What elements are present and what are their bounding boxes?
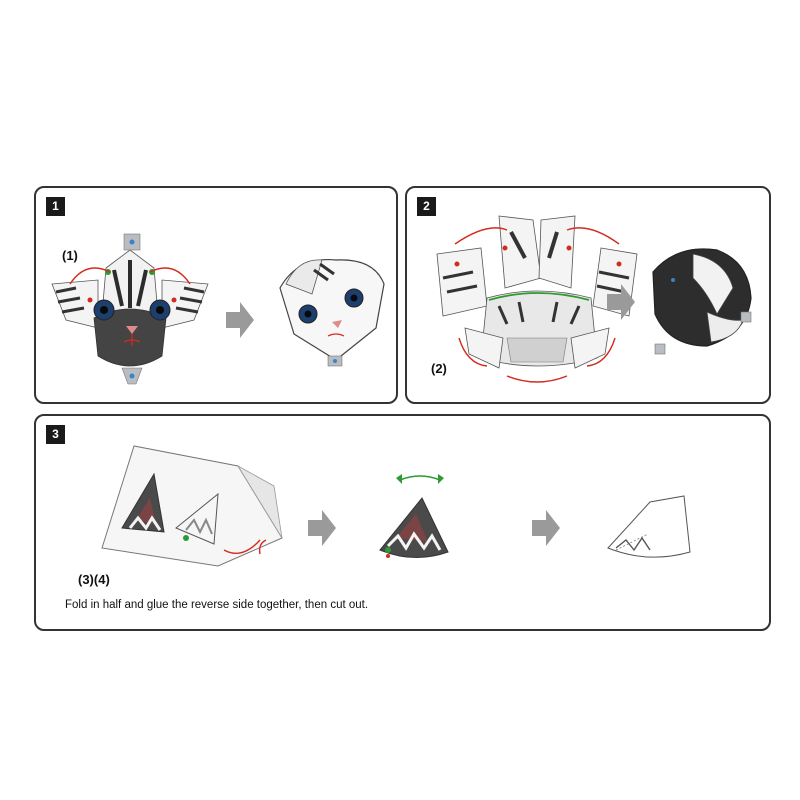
step-arrow-icon: [607, 284, 635, 320]
rotate-arrow-icon: [399, 475, 441, 481]
finished-ear: [607, 495, 691, 558]
assembled-ear: [379, 474, 449, 559]
step-arrow-icon: [532, 510, 560, 546]
step-3-sublabel: (3)(4): [78, 572, 110, 587]
folded-ear-sheet: [101, 445, 283, 567]
step-1-illustration: [51, 233, 385, 385]
step-arrow-icon: [226, 302, 254, 338]
step-2-illustration: [436, 215, 752, 383]
assembled-back-of-head: [652, 248, 752, 355]
flat-face-cutout: [51, 233, 209, 385]
step-1-sublabel: (1): [62, 248, 78, 263]
fold-arrow-icon: [258, 539, 267, 555]
step-3-panel: 3 (3)(4) Fold in half and glue the rever…: [34, 414, 771, 631]
step-3-illustration: [101, 445, 691, 567]
step-1-panel: 1 (1): [34, 186, 398, 404]
step-2-sublabel: (2): [431, 361, 447, 376]
step-number-badge: 2: [417, 197, 436, 216]
step-arrow-icon: [308, 510, 336, 546]
step-number-badge: 3: [46, 425, 65, 444]
step-number-badge: 1: [46, 197, 65, 216]
step-2-panel: 2 (2): [405, 186, 771, 404]
assembled-face: [279, 258, 385, 367]
instruction-caption: Fold in half and glue the reverse side t…: [65, 599, 369, 611]
